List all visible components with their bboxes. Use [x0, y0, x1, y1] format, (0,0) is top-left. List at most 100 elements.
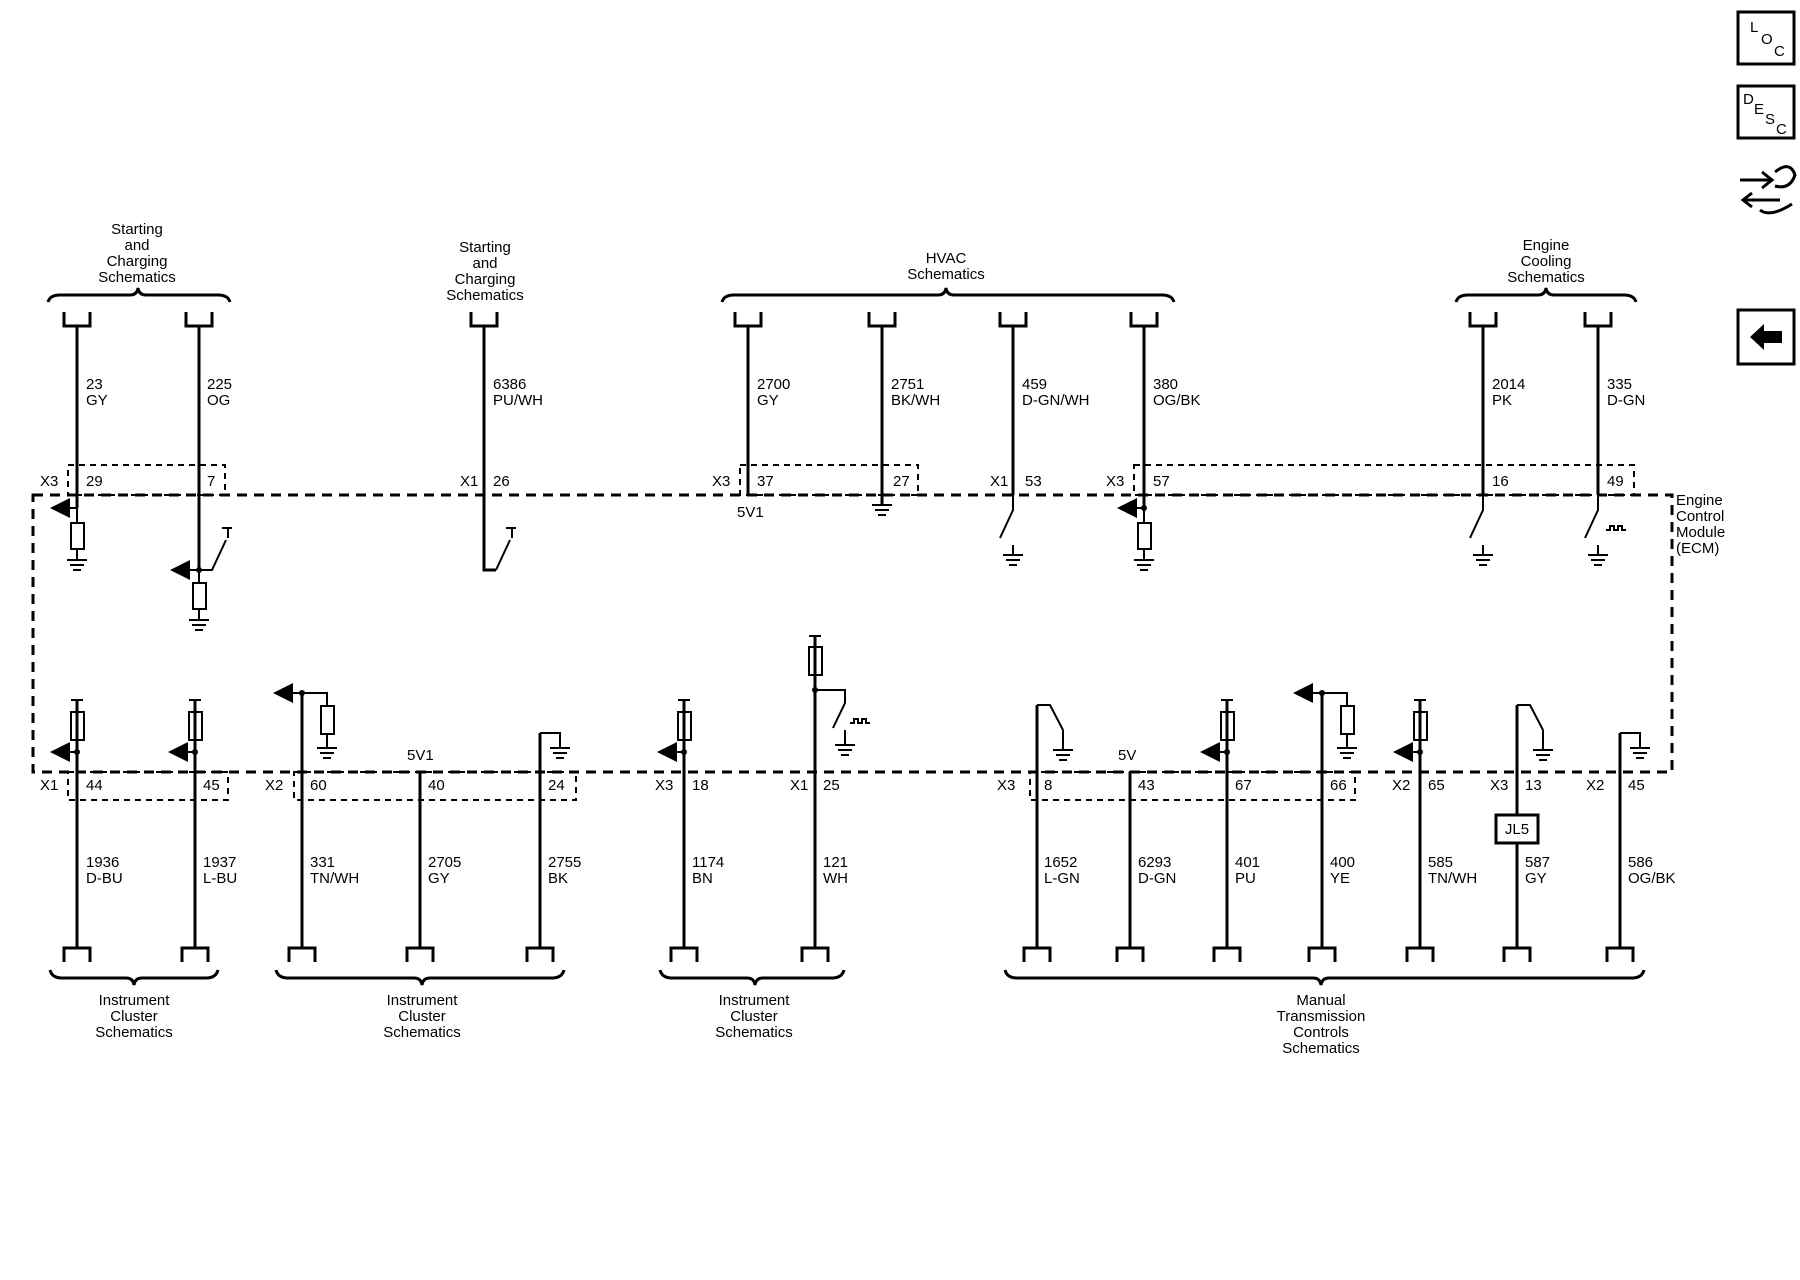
pin-number: 16: [1492, 473, 1509, 490]
group-label-line: Schematics: [907, 266, 985, 283]
pin-number: 13: [1525, 777, 1542, 794]
group-label-line: Instrument: [719, 992, 791, 1009]
connector-id: X3: [997, 777, 1015, 794]
wire-color: PK: [1492, 392, 1512, 409]
top-wire-335[interactable]: 335 D-GN 49: [1583, 312, 1645, 566]
loc-c: C: [1774, 43, 1785, 60]
top-group-cooling[interactable]: Engine Cooling Schematics: [1454, 237, 1638, 303]
description-button[interactable]: D E S C: [1736, 84, 1796, 140]
bottom-wire-1936[interactable]: X1 44 1936 D-BU: [40, 699, 123, 962]
top-wire-225[interactable]: 225 OG 7: [170, 312, 232, 631]
group-label-line: Transmission: [1277, 1008, 1366, 1025]
circuit-number: 6293: [1138, 854, 1171, 871]
wire-color: L-GN: [1044, 870, 1080, 887]
top-group-hvac[interactable]: HVAC Schematics: [720, 250, 1176, 303]
circuit-number: 2014: [1492, 376, 1525, 393]
bottom-wire-400[interactable]: 66 400 YE: [1293, 683, 1357, 962]
repair-info-icon[interactable]: [1740, 165, 1797, 215]
group-label-line: Engine: [1523, 237, 1570, 254]
circuit-number: 401: [1235, 854, 1260, 871]
bottom-wire-586[interactable]: X2 45 586 OG/BK: [1586, 732, 1676, 962]
top-wire-380[interactable]: 380 OG/BK X3 57: [1106, 312, 1201, 571]
desc-d: D: [1743, 91, 1754, 108]
back-arrow-icon: [1750, 324, 1782, 350]
pin-number: 18: [692, 777, 709, 794]
bottom-wire-1937[interactable]: 45 1937 L-BU: [168, 699, 237, 962]
top-wire-23[interactable]: 23 GY X3 29: [40, 312, 108, 571]
back-button[interactable]: [1736, 308, 1796, 366]
pin-number: 45: [203, 777, 220, 794]
group-label-line: Manual: [1296, 992, 1345, 1009]
group-label-line: Starting: [111, 221, 163, 238]
group-label-line: Charging: [455, 271, 516, 288]
pin-number: 37: [757, 473, 774, 490]
group-label-line: Schematics: [95, 1024, 173, 1041]
ecm-label-line: (ECM): [1676, 540, 1719, 557]
wire-color: YE: [1330, 870, 1350, 887]
group-label-line: Schematics: [98, 269, 176, 286]
group-label-line: Instrument: [387, 992, 459, 1009]
bottom-wire-2755[interactable]: 24 2755 BK: [525, 732, 581, 962]
location-button[interactable]: L O C: [1736, 10, 1796, 66]
pin-number: 60: [310, 777, 327, 794]
bottom-wire-121[interactable]: X1 25 121 WH: [790, 635, 870, 962]
circuit-number: 1936: [86, 854, 119, 871]
loc-l: L: [1750, 19, 1758, 36]
group-label-line: Schematics: [1507, 269, 1585, 286]
top-wire-2014[interactable]: 2014 PK 16: [1468, 312, 1525, 566]
connector-id: X3: [655, 777, 673, 794]
pin-number: 67: [1235, 777, 1252, 794]
splice-jl5: [1494, 813, 1540, 845]
wire-color: OG: [207, 392, 230, 409]
pin-number: 57: [1153, 473, 1170, 490]
bottom-group-1[interactable]: Instrument Cluster Schematics: [48, 969, 220, 1041]
circuit-number: 1174: [692, 854, 724, 871]
wire-color: OG/BK: [1628, 870, 1676, 887]
wire-color: GY: [428, 870, 450, 887]
circuit-number: 225: [207, 376, 232, 393]
bottom-wire-587[interactable]: JL5 X3 13 587 GY: [1490, 704, 1553, 962]
connector-id: X1: [790, 777, 808, 794]
pin-number: 40: [428, 777, 445, 794]
splice-label: JL5: [1505, 821, 1529, 838]
bottom-wire-585[interactable]: X2 65 585 TN/WH: [1392, 699, 1477, 962]
desc-s: S: [1765, 111, 1775, 128]
reference-voltage: 5V1: [407, 747, 434, 764]
bottom-group-4[interactable]: Manual Transmission Controls Schematics: [1003, 969, 1646, 1057]
bottom-wire-2705[interactable]: 5V1 40 2705 GY: [405, 747, 461, 962]
bottom-wire-401[interactable]: 67 401 PU: [1200, 699, 1260, 962]
connector-id: X3: [40, 473, 58, 490]
pin-number: 25: [823, 777, 840, 794]
circuit-number: 331: [310, 854, 335, 871]
circuit-number: 23: [86, 376, 103, 393]
wire-color: GY: [1525, 870, 1547, 887]
ecm-label-line: Control: [1676, 508, 1724, 525]
wire-color: BK/WH: [891, 392, 940, 409]
bottom-group-2[interactable]: Instrument Cluster Schematics: [274, 969, 566, 1041]
top-group-1[interactable]: Starting and Charging Schematics: [46, 221, 232, 303]
group-label-line: Schematics: [715, 1024, 793, 1041]
top-wire-6386[interactable]: 6386 PU/WH X1 26: [460, 312, 543, 572]
connector-id: X2: [265, 777, 283, 794]
bottom-wire-1174[interactable]: X3 18 1174 BN: [655, 699, 724, 962]
top-group-2[interactable]: Starting and Charging Schematics: [446, 239, 524, 304]
connector-id: X3: [1490, 777, 1508, 794]
top-wire-2700[interactable]: 2700 GY X3 37 5V1: [712, 312, 790, 521]
connector-id: X1: [460, 473, 478, 490]
bottom-wire-6293[interactable]: 5V 43 6293 D-GN: [1115, 747, 1176, 962]
bottom-wire-331[interactable]: X2 60 331 TN/WH: [265, 683, 359, 962]
circuit-number: 1652: [1044, 854, 1077, 871]
wire-color: D-GN/WH: [1022, 392, 1090, 409]
pin-number: 43: [1138, 777, 1155, 794]
wire-color: BN: [692, 870, 713, 887]
desc-e: E: [1754, 101, 1764, 118]
group-label-line: Instrument: [99, 992, 171, 1009]
circuit-number: 2751: [891, 376, 924, 393]
group-label-line: Cluster: [110, 1008, 158, 1025]
bottom-wire-1652[interactable]: X3 8 1652 L-GN: [997, 704, 1080, 962]
bottom-group-3[interactable]: Instrument Cluster Schematics: [658, 969, 846, 1041]
top-wire-2751[interactable]: 2751 BK/WH 27: [867, 312, 940, 516]
top-wire-459[interactable]: 459 D-GN/WH X1 53: [990, 312, 1090, 566]
pin-number: 66: [1330, 777, 1347, 794]
